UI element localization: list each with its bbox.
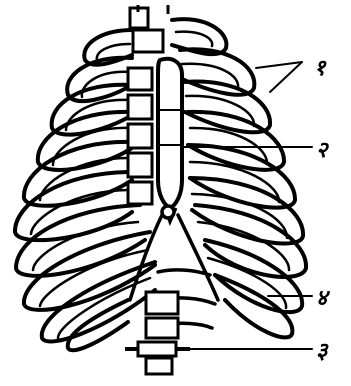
spine-middle bbox=[128, 68, 152, 204]
right-ribs bbox=[172, 19, 306, 337]
vertebra-lower-1 bbox=[146, 292, 178, 314]
right-rib-2 bbox=[180, 49, 254, 95]
label-4: ४ bbox=[316, 285, 330, 311]
vertebra-top-2 bbox=[133, 30, 163, 52]
sternum bbox=[158, 59, 182, 222]
label-1: १ bbox=[314, 55, 327, 81]
vertebra-lower-4 bbox=[146, 358, 172, 374]
label-2: २ bbox=[316, 137, 329, 163]
vertebra-lower-3 bbox=[138, 342, 176, 356]
spine-top bbox=[130, 5, 168, 52]
sternum-body bbox=[158, 59, 182, 208]
vertebra-lower-2 bbox=[146, 318, 178, 338]
label-3: ३ bbox=[316, 338, 329, 364]
